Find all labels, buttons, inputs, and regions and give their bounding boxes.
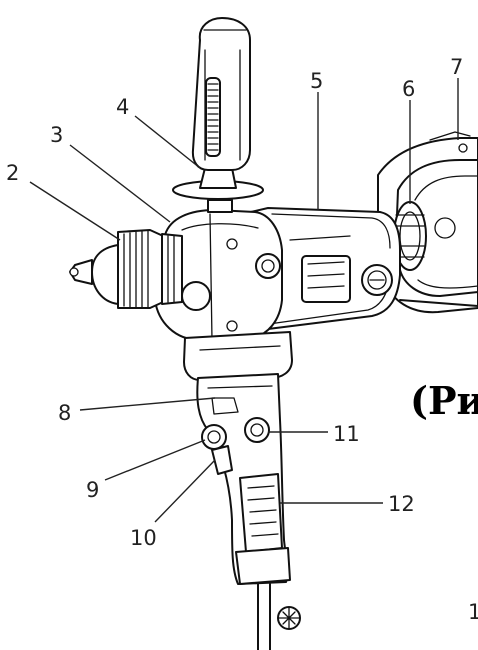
callout-label-6: 6 bbox=[402, 77, 415, 101]
main-grip bbox=[196, 373, 291, 585]
edge-number: 1 bbox=[468, 600, 478, 624]
auxiliary-handle bbox=[172, 17, 264, 213]
leader-line-2 bbox=[29, 181, 121, 241]
figure-caption: (Ри bbox=[410, 378, 478, 423]
callout-label-3: 3 bbox=[50, 123, 63, 147]
callout-label-8: 8 bbox=[58, 401, 71, 425]
leader-line-10 bbox=[154, 459, 216, 523]
leader-line-3 bbox=[69, 144, 171, 223]
keyless-chuck bbox=[69, 229, 183, 309]
rear-loop-handle bbox=[377, 131, 478, 314]
leader-line-8 bbox=[79, 397, 216, 411]
callout-label-9: 9 bbox=[86, 478, 99, 502]
power-cord bbox=[257, 583, 301, 650]
callout-label-4: 4 bbox=[116, 95, 129, 119]
leader-line-4 bbox=[134, 115, 201, 169]
leader-line-9 bbox=[104, 439, 206, 481]
handle-neck bbox=[183, 331, 293, 381]
callout-label-10: 10 bbox=[130, 526, 157, 550]
callout-label-5: 5 bbox=[310, 69, 323, 93]
callout-label-11: 11 bbox=[333, 422, 360, 446]
gear-head bbox=[154, 209, 283, 341]
callout-label-12: 12 bbox=[388, 492, 415, 516]
callout-label-2: 2 bbox=[6, 161, 19, 185]
callout-label-7: 7 bbox=[450, 55, 463, 79]
